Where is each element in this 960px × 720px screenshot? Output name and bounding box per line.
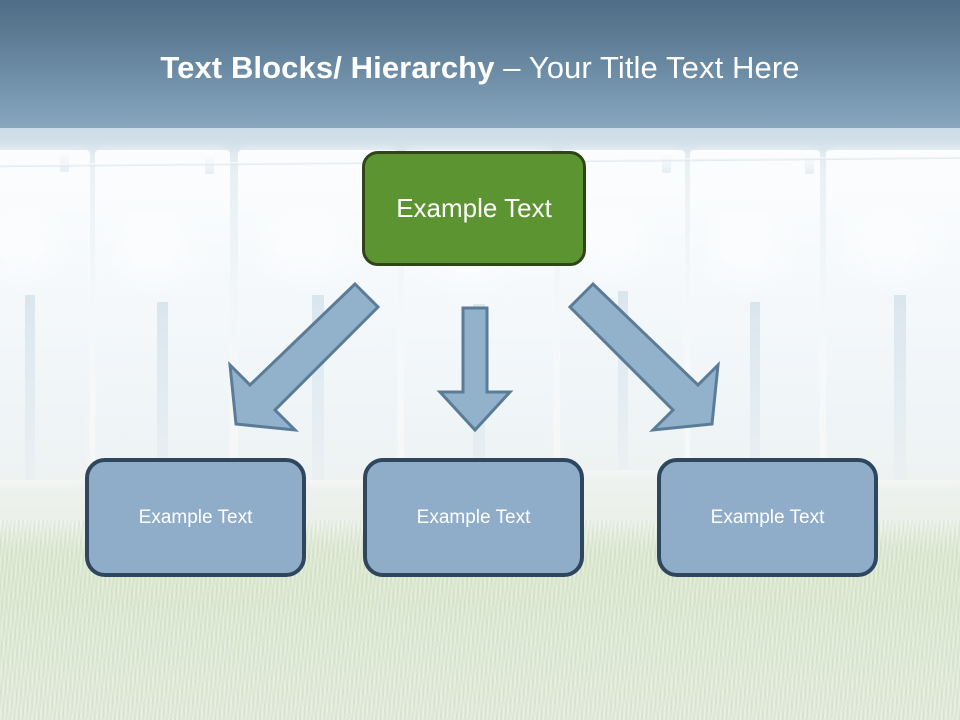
title-bar: Text Blocks/ Hierarchy – Your Title Text… — [0, 0, 960, 128]
clothespin-icon — [60, 150, 69, 172]
page-title-light: Your Title Text Here — [528, 50, 800, 85]
node-child-1-label: Example Text — [138, 506, 253, 528]
node-child-2[interactable]: Example Text — [363, 458, 584, 577]
jeans-item — [0, 150, 90, 480]
page-title-strong: Text Blocks/ Hierarchy — [160, 50, 504, 85]
node-child-1[interactable]: Example Text — [85, 458, 306, 577]
jeans-item — [690, 150, 820, 495]
jeans-item — [95, 150, 230, 495]
page-title: Text Blocks/ Hierarchy – Your Title Text… — [0, 48, 960, 88]
node-child-2-label: Example Text — [416, 506, 531, 528]
node-root-label: Example Text — [396, 193, 552, 223]
jeans-item — [826, 150, 960, 480]
clothespin-icon — [662, 151, 671, 173]
node-child-3[interactable]: Example Text — [657, 458, 878, 577]
node-child-3-label: Example Text — [710, 506, 825, 528]
page-title-separator: – — [503, 50, 529, 85]
node-root[interactable]: Example Text — [362, 151, 586, 266]
clothespin-icon — [805, 152, 814, 174]
